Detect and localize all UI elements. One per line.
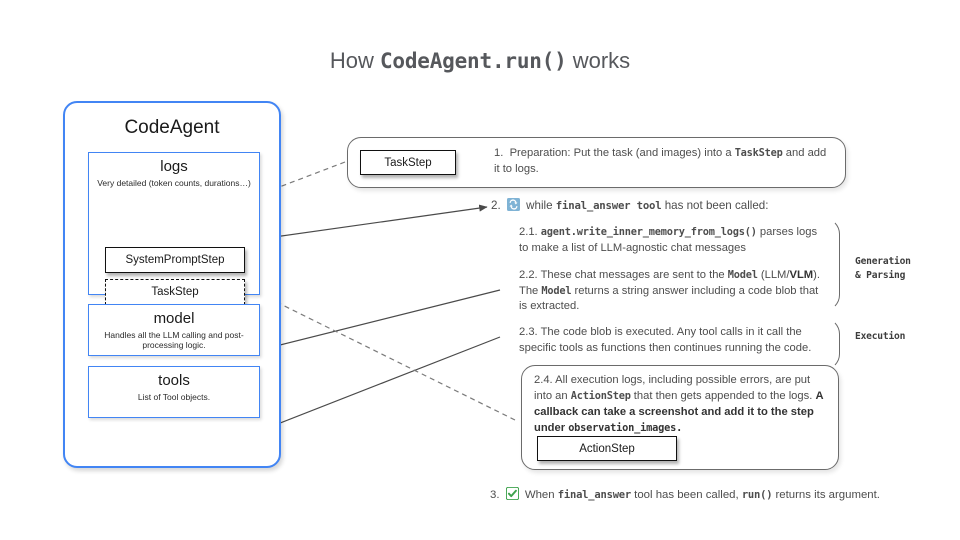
tools-subtitle: List of Tool objects. [137, 391, 211, 402]
title-prefix: How [329, 48, 380, 73]
step22-code-a: Model [727, 269, 758, 281]
step3-number: 3. [490, 489, 500, 501]
page-title: How CodeAgent.run() works [0, 48, 960, 74]
step1-text: 1. Preparation: Put the task (and images… [494, 146, 834, 178]
model-title: model [153, 310, 195, 327]
step22-number: 2.2. [519, 269, 538, 281]
phase-generation-line1: Generation [855, 256, 911, 267]
codeagent-card: CodeAgent logs Very detailed (token coun… [63, 101, 281, 468]
tools-box: tools List of Tool objects. [88, 366, 260, 418]
step23-text: 2.3. The code blob is executed. Any tool… [519, 325, 827, 356]
codeagent-title: CodeAgent [124, 117, 220, 138]
step3-code-b: run() [741, 489, 773, 501]
step21-number: 2.1. [519, 226, 538, 238]
step24-text-b: that then gets appended to the logs. [630, 389, 816, 402]
logs-title: logs [160, 158, 188, 175]
step24-actionstep-chip[interactable]: ActionStep [537, 436, 677, 461]
step3-code-a: final_answer [557, 489, 631, 501]
model-subtitle: Handles all the LLM calling and post-pro… [104, 329, 244, 351]
step24-number: 2.4. [534, 374, 553, 386]
step2-text-b: has not been called: [661, 199, 769, 212]
step23-number: 2.3. [519, 326, 538, 338]
step24-text-a: All execution logs, including possible e… [534, 374, 811, 402]
tools-title: tools [158, 372, 190, 389]
title-code: CodeAgent.run() [379, 49, 567, 73]
step22-bold-a: VLM [789, 269, 814, 281]
step2-number: 2. [491, 199, 501, 212]
step22-text-b: (LLM/ [757, 269, 790, 281]
step2-text-a: while [526, 199, 556, 212]
step1-number: 1. [494, 147, 504, 159]
phase-generation-line2: & Parsing [855, 269, 906, 281]
step3-text: 3. When final_answer tool has been calle… [490, 487, 930, 501]
log-step-systempromptstep[interactable]: SystemPromptStep [105, 247, 245, 273]
step21-text: 2.1. agent.write_inner_memory_from_logs(… [519, 225, 829, 256]
step3-text-c: returns its argument. [772, 489, 880, 501]
step22-text-d: returns a string answer including a code… [519, 284, 819, 313]
step22-code-b: Model [541, 284, 572, 297]
step2-header: 2. while final_answer tool has not been … [491, 198, 768, 212]
step24-text: 2.4. All execution logs, including possi… [534, 373, 828, 437]
step3-text-a: When [524, 489, 558, 501]
step22-text-a: These chat messages are sent to the [537, 269, 728, 281]
execution-panel [505, 318, 840, 370]
generation-parsing-panel [505, 218, 840, 311]
step1-taskstep-chip[interactable]: TaskStep [360, 150, 456, 175]
green-check-icon [505, 487, 519, 500]
step24-code-a: ActionStep [570, 389, 631, 402]
step24-bold-a: A callback can take a screenshot and add… [534, 389, 824, 434]
step1-text-b: and add it to logs. [494, 147, 827, 175]
step22-text: 2.2. These chat messages are sent to the… [519, 268, 829, 315]
step3-text-b: tool has been called, [631, 489, 742, 501]
step22-text-c: ). The [519, 269, 820, 297]
step24-bold-code-a: observation_images. [568, 421, 683, 434]
log-step-taskstep[interactable]: TaskStep [105, 279, 245, 305]
step2-code-a: final_answer tool [555, 199, 662, 212]
phase-label-generation: Generation & Parsing [855, 255, 945, 283]
title-suffix: works [566, 48, 631, 73]
step1-code-a: TaskStep [734, 147, 783, 159]
phase-label-execution: Execution [855, 331, 906, 342]
logs-box: logs Very detailed (token counts, durati… [88, 152, 260, 295]
arrow-step22-to-model [251, 289, 501, 354]
step21-text-a: parses logs to make a list of LLM-agnost… [519, 226, 818, 254]
arrow-step23-to-tools [251, 336, 501, 435]
model-box: model Handles all the LLM calling and po… [88, 304, 260, 356]
step1-text-a: Preparation: Put the task (and images) i… [509, 147, 735, 159]
step23-text-a: The code blob is executed. Any tool call… [519, 326, 812, 354]
loop-arrows-icon [506, 198, 520, 211]
step21-code-a: agent.write_inner_memory_from_logs() [540, 226, 757, 238]
logs-subtitle: Very detailed (token counts, durations…) [97, 177, 251, 188]
